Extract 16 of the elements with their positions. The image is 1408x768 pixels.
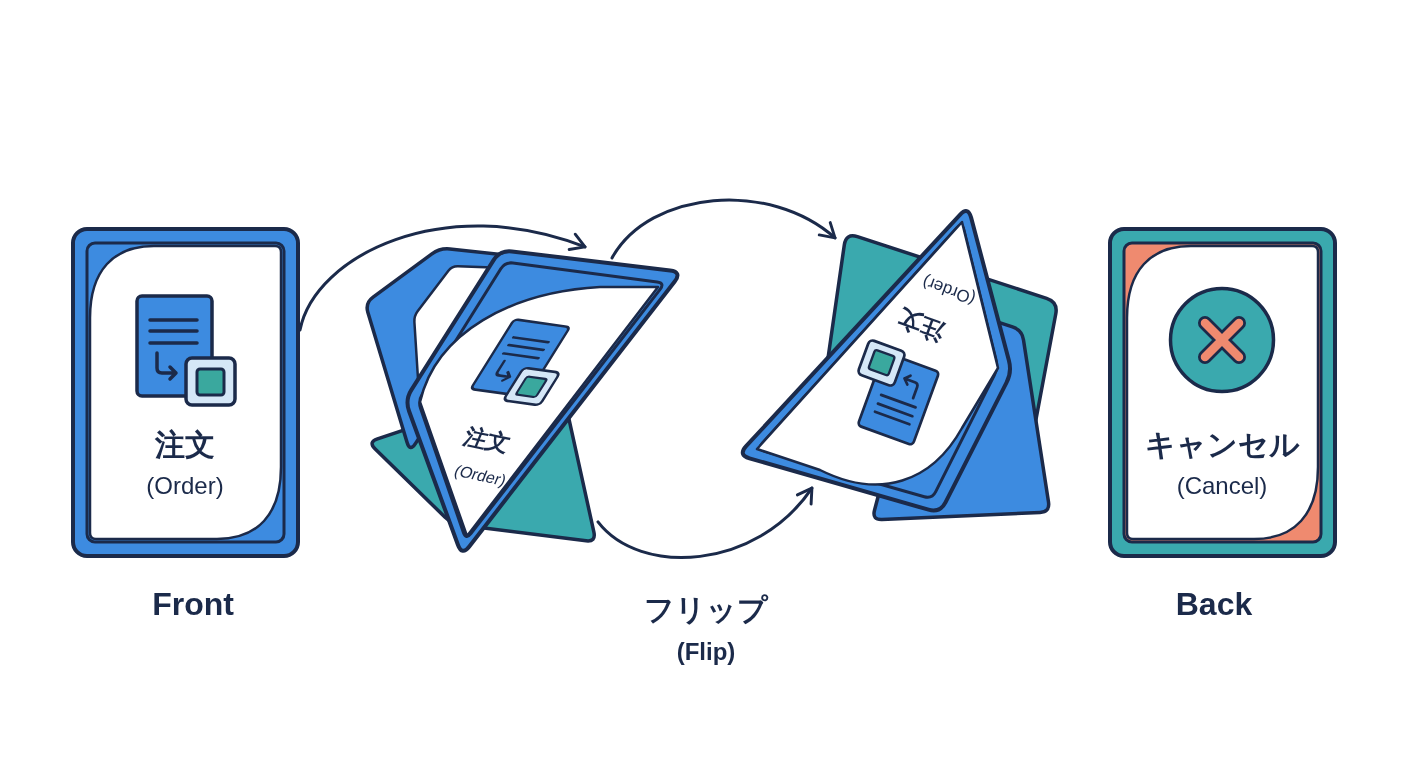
card-title: キャンセル [1144, 427, 1300, 463]
curved-arrow [596, 486, 814, 559]
card-caption: Front [152, 585, 234, 623]
card-subtitle: (Order) [451, 462, 509, 490]
curved-arrow [298, 224, 587, 332]
card-subtitle: (Order) [146, 472, 224, 500]
step-label: フリップ [644, 592, 768, 628]
step-label: (Flip) [676, 638, 736, 666]
card-title: 注文 [893, 304, 949, 347]
card [71, 227, 300, 558]
card-caption: Back [1175, 585, 1253, 623]
curved-arrow [610, 198, 837, 260]
card-subtitle: (Cancel) [1176, 472, 1268, 500]
card-title: 注文 [459, 422, 515, 458]
card [1108, 227, 1337, 558]
card-title: 注文 [155, 427, 215, 463]
